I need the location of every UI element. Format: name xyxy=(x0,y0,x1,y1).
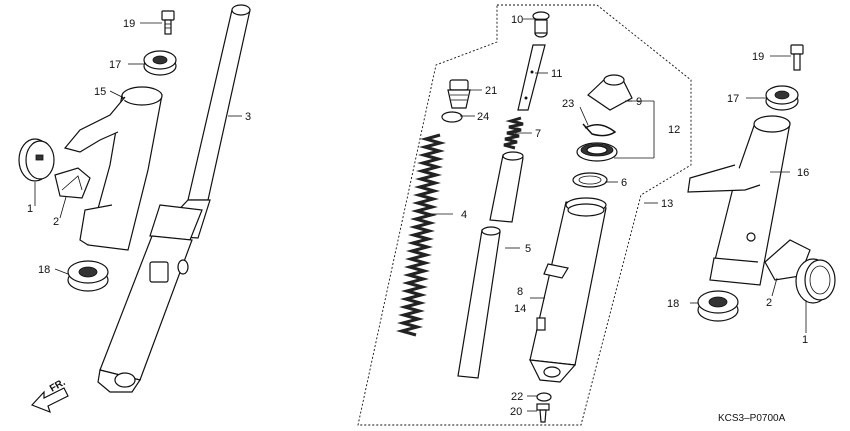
slider-8-14 xyxy=(528,197,607,383)
callout-9: 9 xyxy=(636,96,642,108)
spring-4 xyxy=(395,133,447,337)
callout-16: 16 xyxy=(797,167,809,179)
fork-cover-16 xyxy=(687,115,791,286)
callout-13: 13 xyxy=(661,198,673,210)
callout-18-right: 18 xyxy=(667,298,679,310)
washer-22 xyxy=(536,392,552,402)
callout-3: 3 xyxy=(245,111,251,123)
callout-21: 21 xyxy=(485,85,497,97)
callout-2-right: 2 xyxy=(766,297,772,309)
callout-4: 4 xyxy=(461,209,467,221)
callout-11: 11 xyxy=(551,68,562,80)
callout-23: 23 xyxy=(562,98,574,110)
circlip-23 xyxy=(582,123,617,137)
callout-19-right: 19 xyxy=(752,51,764,63)
bolt-19-left xyxy=(161,10,175,35)
callout-17: 17 xyxy=(109,59,121,71)
callout-15: 15 xyxy=(94,86,106,98)
callout-7: 7 xyxy=(535,128,541,140)
bolt-21 xyxy=(447,79,471,109)
washer-6 xyxy=(572,172,608,188)
callout-12: 12 xyxy=(668,124,680,136)
fork-leg-3 xyxy=(97,4,251,393)
bolt-20 xyxy=(536,403,550,423)
callout-10: 10 xyxy=(511,14,523,26)
callout-1: 1 xyxy=(27,203,33,215)
clip-10 xyxy=(532,11,550,38)
nut-18-left xyxy=(67,260,109,292)
assembly-outline xyxy=(357,4,692,426)
rod-11 xyxy=(517,44,546,111)
callout-8: 8 xyxy=(517,286,523,298)
cap-1-left xyxy=(18,138,55,182)
dust-seal-9 xyxy=(587,74,633,111)
bolt-19-right xyxy=(790,44,804,71)
callout-19: 19 xyxy=(123,18,135,30)
callout-20: 20 xyxy=(510,406,522,418)
spring-7 xyxy=(503,116,524,150)
callout-1-right: 1 xyxy=(802,334,808,346)
nut-17-left xyxy=(143,50,177,76)
callout-22: 22 xyxy=(511,391,523,403)
callout-5: 5 xyxy=(525,243,531,255)
callout-14: 14 xyxy=(514,303,526,315)
ring-24 xyxy=(441,111,463,123)
callout-18: 18 xyxy=(38,264,50,276)
callout-17-right: 17 xyxy=(727,93,739,105)
oil-seal-12 xyxy=(576,142,618,162)
callout-2: 2 xyxy=(53,216,59,228)
callout-6: 6 xyxy=(621,177,627,189)
nut-17-right xyxy=(765,85,799,111)
front-direction-arrow-icon xyxy=(30,387,69,414)
nut-18-right xyxy=(697,290,739,322)
leader-lines xyxy=(34,18,807,412)
tube-5-upper xyxy=(489,151,524,223)
fork-cover-15 xyxy=(63,86,163,251)
reflector-2-left xyxy=(54,167,91,199)
tube-5-lower xyxy=(457,226,501,379)
cap-1-right xyxy=(795,258,836,304)
callout-24: 24 xyxy=(477,111,489,123)
diagram-code: KCS3–P0700A xyxy=(718,413,786,424)
